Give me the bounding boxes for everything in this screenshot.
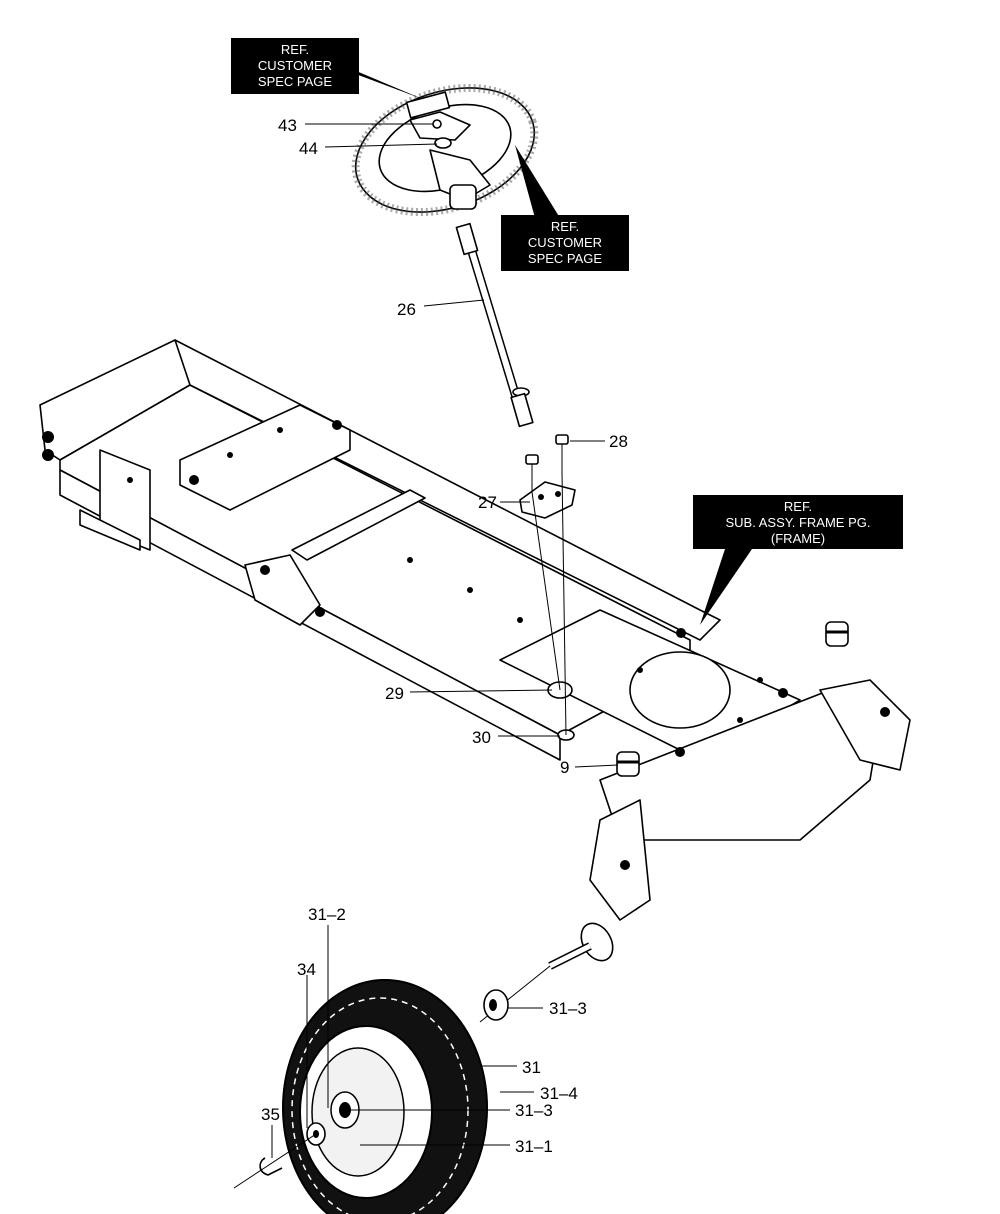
callout-30: 30 xyxy=(472,728,491,747)
axle-hardware xyxy=(233,1122,326,1189)
ref-box-side-line-1: REF. xyxy=(551,219,579,234)
steering-shaft xyxy=(455,222,534,428)
callout-31: 31 xyxy=(522,1058,541,1077)
callout-9: 9 xyxy=(560,758,569,777)
spindle-bushings xyxy=(616,621,849,777)
callout-27: 27 xyxy=(478,493,497,512)
wheel-bushing-upper-bore xyxy=(489,999,497,1011)
ref-box-frame-line-2: SUB. ASSY. FRAME PG. xyxy=(726,515,871,530)
callout-31-4: 31–4 xyxy=(540,1084,578,1103)
ref-box-top-line-1: REF. xyxy=(281,42,309,57)
callout-31-1: 31–1 xyxy=(515,1137,553,1156)
callout-44: 44 xyxy=(299,139,318,158)
callout-leaders xyxy=(271,123,619,1158)
ref-box-frame: REF. SUB. ASSY. FRAME PG. (FRAME) xyxy=(693,495,903,625)
callout-29: 29 xyxy=(385,684,404,703)
callout-34: 34 xyxy=(297,960,316,979)
ref-box-frame-line-1: REF. xyxy=(784,499,812,514)
ref-box-side: REF. CUSTOMER SPEC PAGE xyxy=(501,145,629,271)
front-spindle xyxy=(479,922,614,1023)
main-frame xyxy=(39,339,911,921)
front-wheel xyxy=(282,979,488,1214)
callout-31-2: 31–2 xyxy=(308,905,346,924)
ref-box-top-line-3: SPEC PAGE xyxy=(258,74,333,89)
callout-26: 26 xyxy=(397,300,416,319)
steering-bracket xyxy=(519,481,576,519)
pivot-gear-and-washer xyxy=(531,471,575,741)
ref-box-frame-line-3: (FRAME) xyxy=(771,531,825,546)
ref-box-side-line-3: SPEC PAGE xyxy=(528,251,603,266)
ref-box-top: REF. CUSTOMER SPEC PAGE xyxy=(231,38,425,100)
callout-35: 35 xyxy=(261,1105,280,1124)
callout-numbers: 43 44 26 28 27 29 30 9 31–2 34 31–3 31 3… xyxy=(261,116,628,1156)
steering-wheel xyxy=(351,83,539,217)
ref-box-side-line-2: CUSTOMER xyxy=(528,235,602,250)
callout-43: 43 xyxy=(278,116,297,135)
ref-box-top-line-2: CUSTOMER xyxy=(258,58,332,73)
callout-31-3-lower: 31–3 xyxy=(515,1101,553,1120)
callout-28: 28 xyxy=(609,432,628,451)
steering-bolts xyxy=(525,434,569,492)
callout-31-3-upper: 31–3 xyxy=(549,999,587,1018)
